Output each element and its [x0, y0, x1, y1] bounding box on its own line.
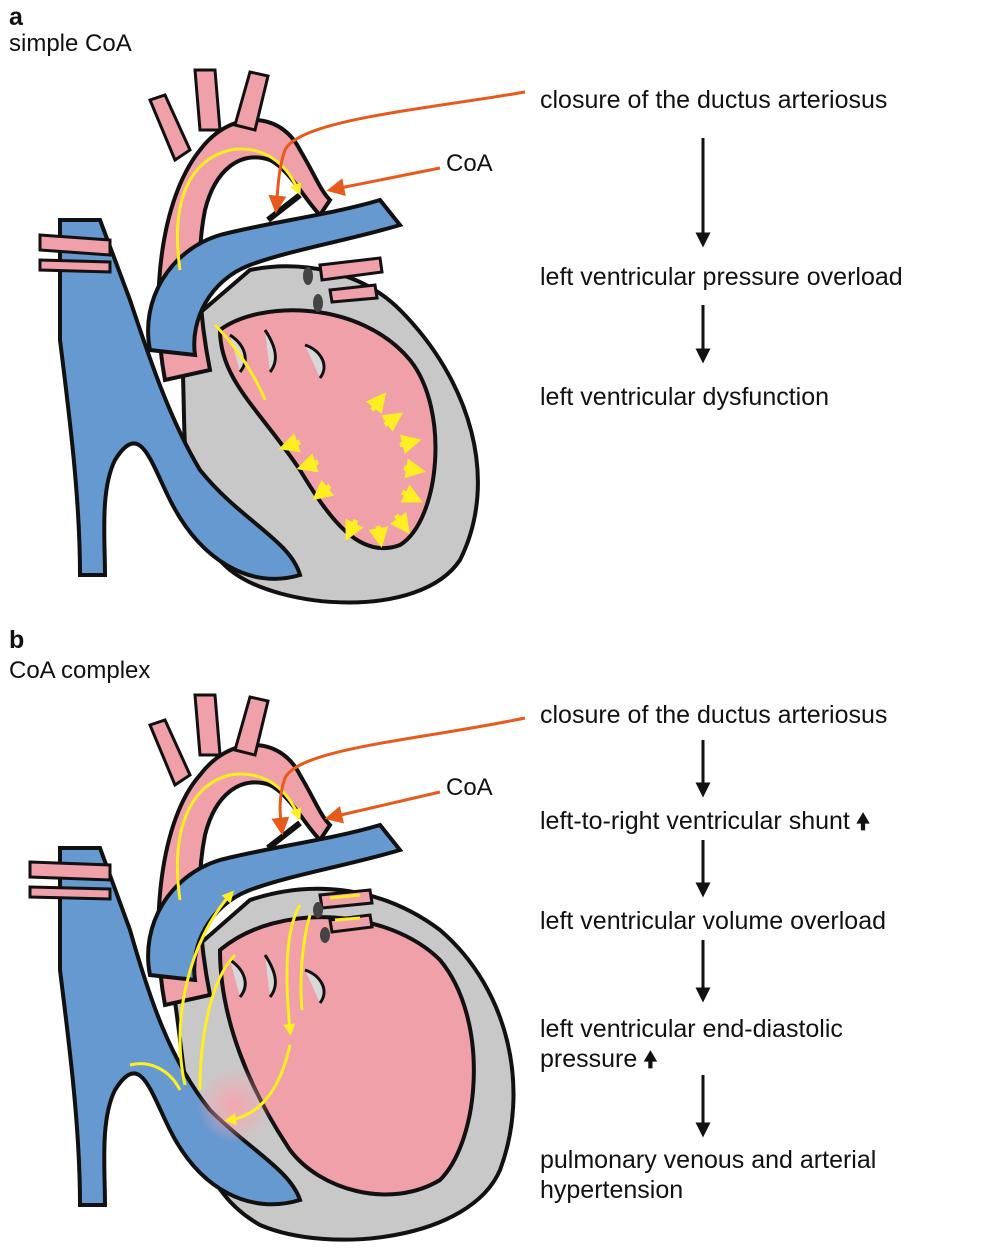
pulm-vein-dot-b2 — [320, 927, 330, 943]
coa-label-b: CoA — [446, 774, 493, 802]
step-b-edp-line1: left ventricular end-diastolic — [540, 1014, 843, 1044]
head-vessel-1-b — [150, 720, 190, 785]
coa-arrow-b — [328, 792, 440, 818]
step-b-hyp-line2: hypertension — [540, 1175, 876, 1205]
step-b-closure: closure of the ductus arteriosus — [540, 700, 887, 730]
step-b-volume-overload: left ventricular volume overload — [540, 906, 886, 936]
increase-arrow-icon-2: 🠝 — [643, 1047, 657, 1072]
increase-arrow-icon: 🠝 — [856, 809, 870, 834]
pulm-vein-dot-b1 — [313, 902, 323, 918]
head-vessel-2-b — [195, 695, 220, 755]
step-b-hyp-line1: pulmonary venous and arterial — [540, 1145, 876, 1175]
step-b-shunt: left-to-right ventricular shunt🠝 — [540, 806, 870, 836]
step-b-shunt-text: left-to-right ventricular shunt — [540, 807, 850, 835]
step-b-hypertension: pulmonary venous and arterial hypertensi… — [540, 1145, 876, 1205]
step-b-edp: left ventricular end-diastolic pressure🠝 — [540, 1014, 843, 1074]
step-b-edp-line2: pressure — [540, 1045, 637, 1073]
